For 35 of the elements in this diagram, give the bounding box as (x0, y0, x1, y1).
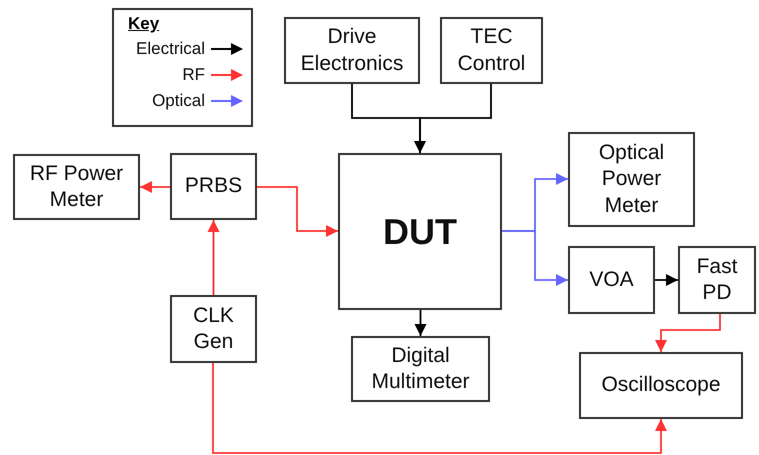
node-text: VOA (589, 266, 634, 293)
arrow (502, 230, 568, 286)
process-box (170, 295, 257, 363)
arrow (208, 220, 220, 295)
process-box (440, 17, 543, 84)
legend-text: RF (182, 65, 205, 85)
node-text: PRBS (184, 173, 242, 200)
node-text: Fast PD (696, 254, 738, 306)
node-text: RF Power Meter (28, 160, 124, 213)
node-text: Oscilloscope (601, 372, 721, 398)
arrow (414, 310, 426, 336)
arrow (414, 84, 492, 153)
node-text: DUT (383, 210, 457, 254)
process-box (568, 132, 695, 227)
process-box (13, 154, 140, 220)
node-text: Digital Multimeter (370, 342, 471, 395)
process-box (170, 153, 257, 220)
process-box (338, 153, 502, 310)
legend-title: Key (128, 14, 160, 34)
process-box (579, 352, 743, 419)
arrow (140, 181, 170, 193)
arrow (655, 274, 678, 286)
legend-text: Electrical (136, 39, 205, 59)
arrow (212, 363, 667, 454)
arrow (655, 314, 721, 352)
node-text: TEC Control (456, 24, 526, 76)
process-box (678, 246, 756, 314)
legend-text: Optical (152, 91, 205, 111)
node-text: Drive Electronics (300, 24, 404, 76)
node-text: CLK Gen (192, 302, 235, 355)
arrow (257, 186, 338, 237)
process-box (351, 336, 490, 402)
node-text: Optical Power Meter (598, 140, 666, 219)
process-box (568, 246, 655, 314)
process-box (284, 17, 420, 84)
